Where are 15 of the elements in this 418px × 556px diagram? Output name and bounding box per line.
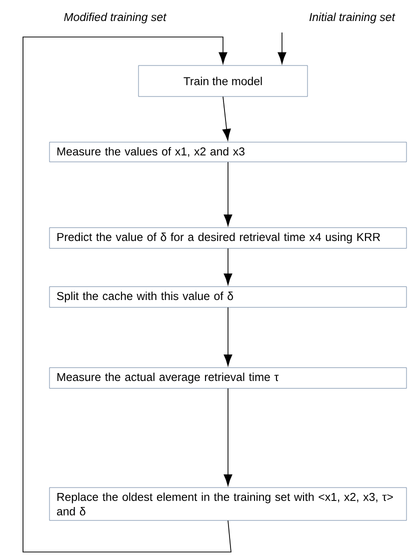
process-box: Replace the oldest element in the training set with <x1, x2, x3, τ> and δ	[49, 487, 407, 521]
edge-label: Modified training set	[62, 12, 168, 24]
process-box: Measure the actual average retrieval time τ	[49, 367, 407, 389]
arrow	[224, 162, 232, 226]
arrow	[278, 32, 286, 64]
arrow	[224, 388, 232, 486]
loop-arrow	[22, 36, 232, 552]
arrow	[222, 96, 231, 141]
process-box: Predict the value of δ for a desired retrieval time x4 using KRR	[49, 227, 407, 249]
input-label: Initial training set	[309, 12, 396, 24]
process-box: Split the cache with this value of δ	[49, 286, 407, 308]
process-box: Train the model	[138, 65, 308, 97]
arrow	[224, 307, 232, 366]
process-box: Measure the values of x1, x2 and x3	[49, 142, 407, 162]
arrow	[224, 248, 232, 286]
